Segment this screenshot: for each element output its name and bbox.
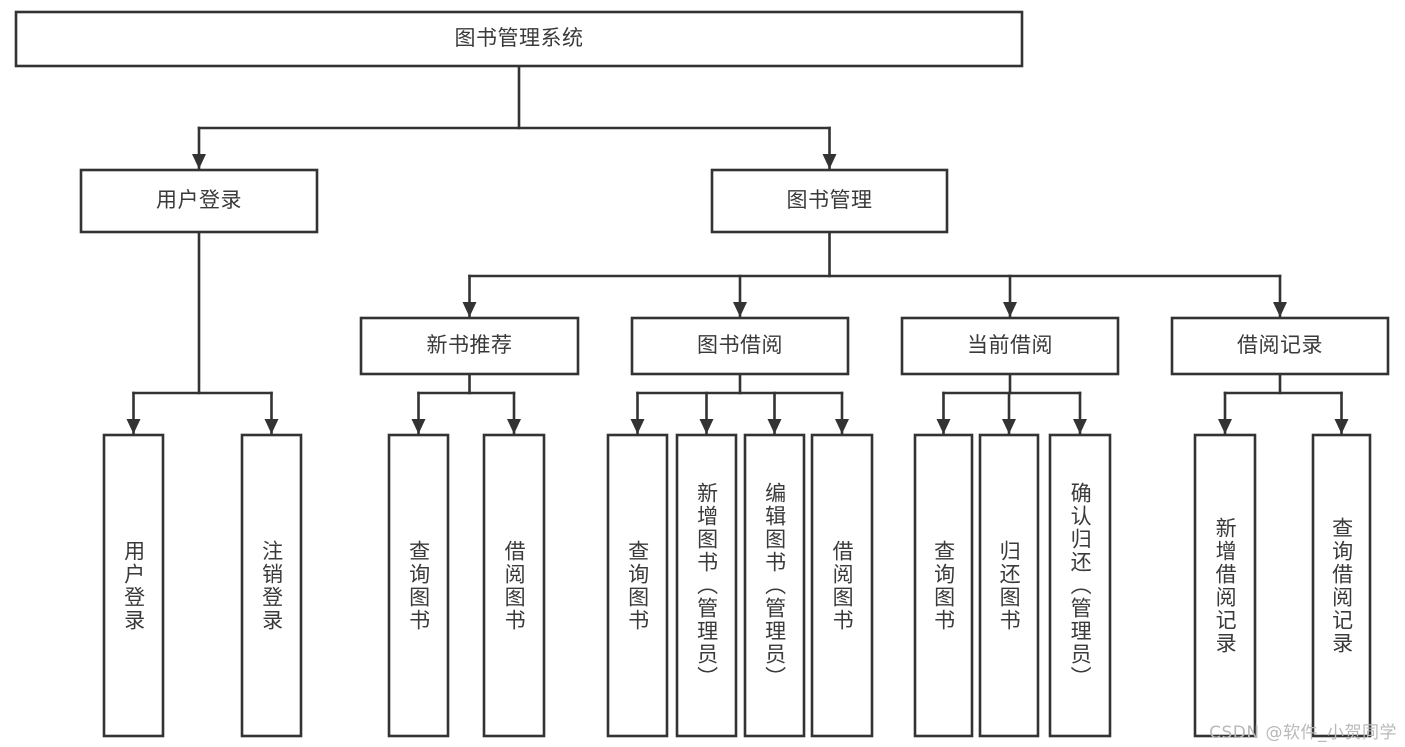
arrow-head-root-0 xyxy=(192,154,206,169)
arrow-head-l2-current-borrow-2 xyxy=(1073,419,1087,434)
arrow-head-l2-new-book-rec-1 xyxy=(507,419,521,434)
node-box-leaf-query-book-1 xyxy=(387,433,450,738)
node-box-leaf-return-book xyxy=(978,433,1040,738)
node-box-leaf-logout xyxy=(240,433,303,738)
arrow-head-l1-user-login-0 xyxy=(126,419,141,434)
node-box-leaf-add-book xyxy=(675,433,738,738)
boxes-group xyxy=(14,10,1390,738)
node-box-leaf-query-record xyxy=(1311,433,1372,738)
arrow-head-l1-book-manage-1 xyxy=(733,302,747,317)
watermark-text: CSDN @软件_小贺同学 xyxy=(1209,723,1397,743)
arrow-head-l2-current-borrow-1 xyxy=(1002,419,1016,434)
arrow-head-l1-book-manage-0 xyxy=(462,302,477,317)
node-box-l2-new-book-rec xyxy=(359,316,580,376)
node-box-root xyxy=(14,10,1024,68)
node-box-leaf-borrow-book-2 xyxy=(810,433,874,738)
node-box-leaf-query-book-3 xyxy=(913,433,974,738)
arrow-head-l2-borrow-record-1 xyxy=(1334,419,1349,434)
arrow-head-l2-book-borrow-3 xyxy=(835,419,849,434)
arrow-head-root-1 xyxy=(822,154,837,169)
arrow-head-l2-book-borrow-1 xyxy=(699,419,714,434)
node-box-l2-current-borrow xyxy=(900,316,1120,376)
node-box-l1-book-manage xyxy=(710,168,949,234)
arrow-head-l1-user-login-1 xyxy=(264,419,279,434)
node-box-leaf-add-record xyxy=(1193,433,1257,738)
arrow-head-l1-book-manage-3 xyxy=(1273,302,1287,317)
edges-group xyxy=(126,64,1349,436)
arrow-head-l2-new-book-rec-0 xyxy=(411,419,426,434)
arrow-head-l1-book-manage-2 xyxy=(1003,302,1017,317)
arrow-head-l2-borrow-record-0 xyxy=(1218,419,1232,434)
arrow-head-l2-current-borrow-0 xyxy=(936,419,951,434)
arrow-head-l2-book-borrow-0 xyxy=(630,419,645,434)
arrow-head-l2-book-borrow-2 xyxy=(767,419,782,434)
node-box-leaf-query-book-2 xyxy=(606,433,669,738)
node-box-leaf-edit-book xyxy=(743,433,806,738)
node-box-leaf-user-login xyxy=(102,433,165,738)
node-box-l2-book-borrow xyxy=(630,316,850,376)
node-box-l2-borrow-record xyxy=(1170,316,1390,376)
node-box-leaf-borrow-book-1 xyxy=(482,433,546,738)
node-box-leaf-confirm-return xyxy=(1048,433,1112,738)
node-box-l1-user-login xyxy=(79,168,319,234)
